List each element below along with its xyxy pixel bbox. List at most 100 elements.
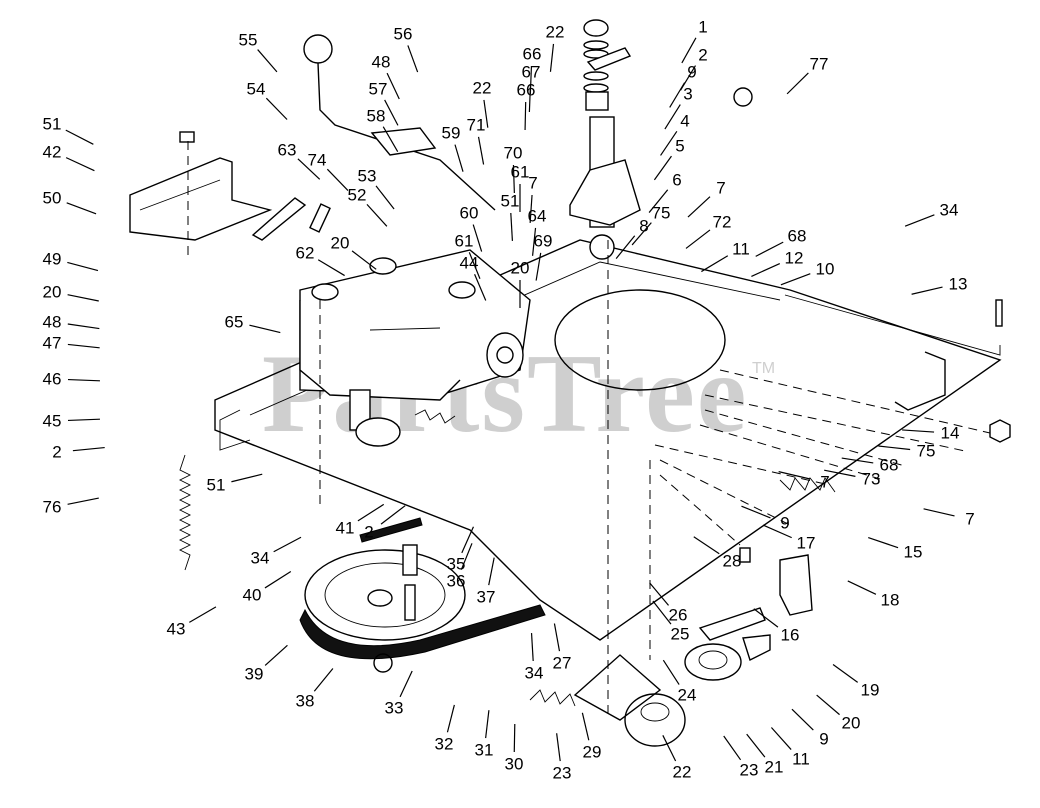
callout-66[interactable]: 66 [516, 80, 536, 100]
callout-77[interactable]: 77 [809, 54, 829, 74]
callout-38[interactable]: 38 [295, 691, 315, 711]
callout-53[interactable]: 53 [357, 166, 377, 186]
callout-63[interactable]: 63 [277, 140, 297, 160]
callout-76[interactable]: 76 [42, 497, 62, 517]
callout-61[interactable]: 61 [454, 231, 474, 251]
callout-71[interactable]: 71 [466, 115, 486, 135]
callout-9[interactable]: 9 [819, 729, 829, 749]
callout-60[interactable]: 60 [459, 203, 479, 223]
callout-46[interactable]: 46 [42, 369, 62, 389]
callout-68[interactable]: 68 [879, 455, 899, 475]
callout-9[interactable]: 9 [780, 513, 790, 533]
callout-31[interactable]: 31 [474, 740, 494, 760]
callout-16[interactable]: 16 [780, 625, 800, 645]
callout-55[interactable]: 55 [238, 30, 258, 50]
callout-36[interactable]: 36 [446, 571, 466, 591]
callout-10[interactable]: 10 [815, 259, 835, 279]
callout-8[interactable]: 8 [639, 216, 649, 236]
callout-49[interactable]: 49 [42, 249, 62, 269]
callout-1[interactable]: 1 [698, 17, 708, 37]
callout-66[interactable]: 66 [522, 44, 542, 64]
callout-35[interactable]: 35 [446, 554, 466, 574]
callout-12[interactable]: 12 [784, 248, 804, 268]
callout-20[interactable]: 20 [42, 282, 62, 302]
callout-54[interactable]: 54 [246, 79, 266, 99]
callout-39[interactable]: 39 [244, 664, 264, 684]
callout-2[interactable]: 2 [364, 522, 374, 542]
callout-57[interactable]: 57 [368, 79, 388, 99]
callout-37[interactable]: 37 [476, 587, 496, 607]
callout-2[interactable]: 2 [698, 45, 708, 65]
callout-41[interactable]: 41 [335, 518, 355, 538]
callout-21[interactable]: 21 [764, 757, 784, 777]
callout-68[interactable]: 68 [787, 226, 807, 246]
callout-51[interactable]: 51 [206, 475, 226, 495]
callout-52[interactable]: 52 [347, 185, 367, 205]
callout-64[interactable]: 64 [527, 206, 547, 226]
callout-30[interactable]: 30 [504, 754, 524, 774]
callout-7[interactable]: 7 [965, 509, 975, 529]
callout-48[interactable]: 48 [42, 312, 62, 332]
callout-5[interactable]: 5 [675, 136, 685, 156]
callout-22[interactable]: 22 [472, 78, 492, 98]
callout-19[interactable]: 19 [860, 680, 880, 700]
callout-18[interactable]: 18 [880, 590, 900, 610]
callout-58[interactable]: 58 [366, 106, 386, 126]
callout-61[interactable]: 61 [510, 162, 530, 182]
callout-29[interactable]: 29 [582, 742, 602, 762]
callout-20[interactable]: 20 [330, 233, 350, 253]
callout-73[interactable]: 73 [861, 469, 881, 489]
callout-47[interactable]: 47 [42, 333, 62, 353]
callout-33[interactable]: 33 [384, 698, 404, 718]
callout-22[interactable]: 22 [672, 762, 692, 782]
callout-9[interactable]: 9 [687, 62, 697, 82]
callout-23[interactable]: 23 [552, 763, 572, 783]
callout-3[interactable]: 3 [683, 84, 693, 104]
callout-34[interactable]: 34 [939, 200, 959, 220]
callout-34[interactable]: 34 [250, 548, 270, 568]
callout-50[interactable]: 50 [42, 188, 62, 208]
callout-44[interactable]: 44 [459, 253, 479, 273]
callout-48[interactable]: 48 [371, 52, 391, 72]
callout-75[interactable]: 75 [651, 203, 671, 223]
callout-42[interactable]: 42 [42, 142, 62, 162]
callout-45[interactable]: 45 [42, 411, 62, 431]
callout-11[interactable]: 11 [792, 749, 810, 769]
callout-51[interactable]: 51 [500, 191, 520, 211]
callout-69[interactable]: 69 [533, 231, 553, 251]
callout-26[interactable]: 26 [668, 605, 688, 625]
callout-2[interactable]: 2 [52, 442, 62, 462]
callout-59[interactable]: 59 [441, 123, 461, 143]
callout-67[interactable]: 67 [521, 62, 541, 82]
callout-25[interactable]: 25 [670, 624, 690, 644]
callout-62[interactable]: 62 [295, 243, 315, 263]
callout-72[interactable]: 72 [712, 212, 732, 232]
callout-22[interactable]: 22 [545, 22, 565, 42]
callout-51[interactable]: 51 [42, 114, 62, 134]
callout-7[interactable]: 7 [528, 173, 538, 193]
callout-15[interactable]: 15 [903, 542, 923, 562]
callout-6[interactable]: 6 [672, 170, 682, 190]
callout-24[interactable]: 24 [677, 685, 697, 705]
callout-13[interactable]: 13 [948, 274, 968, 294]
callout-74[interactable]: 74 [307, 150, 327, 170]
callout-28[interactable]: 28 [722, 551, 742, 571]
callout-43[interactable]: 43 [166, 619, 186, 639]
callout-65[interactable]: 65 [224, 312, 244, 332]
callout-14[interactable]: 14 [940, 423, 960, 443]
callout-75[interactable]: 75 [916, 441, 936, 461]
callout-70[interactable]: 70 [503, 143, 523, 163]
callout-27[interactable]: 27 [552, 653, 572, 673]
callout-17[interactable]: 17 [796, 533, 816, 553]
callout-56[interactable]: 56 [393, 24, 413, 44]
callout-32[interactable]: 32 [434, 734, 454, 754]
callout-34[interactable]: 34 [524, 663, 544, 683]
callout-7[interactable]: 7 [716, 178, 726, 198]
callout-20[interactable]: 20 [841, 713, 861, 733]
callout-23[interactable]: 23 [739, 760, 759, 780]
callout-20[interactable]: 20 [510, 258, 530, 278]
callout-11[interactable]: 11 [732, 239, 750, 259]
callout-4[interactable]: 4 [680, 111, 690, 131]
callout-40[interactable]: 40 [242, 585, 262, 605]
callout-7[interactable]: 7 [820, 472, 830, 492]
